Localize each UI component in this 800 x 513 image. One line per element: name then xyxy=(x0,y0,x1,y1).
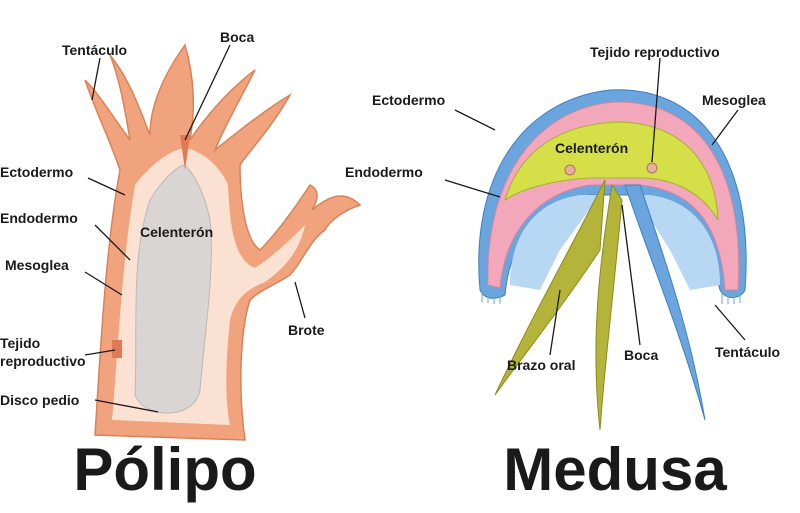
label-reproductive-line1: Tejido xyxy=(0,335,40,351)
polyp-leader-lines xyxy=(84,44,306,413)
polyp-illustration xyxy=(84,43,362,441)
label-medusa-tentacle: Tentáculo xyxy=(715,344,780,360)
label-bud: Brote xyxy=(288,322,325,338)
polyp-reproductive-tissue xyxy=(112,340,122,358)
polyp-title: Pólipo xyxy=(73,436,256,503)
medusa-illustration xyxy=(478,89,747,431)
label-medusa-coelenteron: Celenterón xyxy=(555,140,628,156)
medusa-title: Medusa xyxy=(503,436,727,503)
medusa-labels: Ectodermo Tejido reproductivo Mesoglea C… xyxy=(345,44,780,373)
label-medusa-mesoglea: Mesoglea xyxy=(702,92,766,108)
label-coelenteron: Celenterón xyxy=(140,224,213,240)
polyp-coelenteron xyxy=(134,164,212,414)
medusa-tentacles xyxy=(481,290,741,304)
label-mesoglea: Mesoglea xyxy=(5,257,69,273)
medusa-endoderm xyxy=(504,121,719,221)
medusa-gonad-left xyxy=(564,164,576,176)
medusa-oral-arm-right xyxy=(624,184,706,421)
medusa-oral-arm-mid xyxy=(595,183,623,431)
label-pedal-disc: Disco pedio xyxy=(0,392,79,408)
label-reproductive-line2: reproductivo xyxy=(0,353,86,369)
medusa-inner-bell xyxy=(510,195,720,290)
label-ectoderm: Ectodermo xyxy=(0,164,73,180)
label-medusa-ectoderm: Ectodermo xyxy=(372,92,445,108)
label-mouth: Boca xyxy=(220,29,254,45)
label-medusa-endoderm: Endodermo xyxy=(345,164,423,180)
polyp-mouth xyxy=(180,135,190,170)
medusa-oral-arm-left xyxy=(494,179,606,396)
label-medusa-reproductive: Tejido reproductivo xyxy=(590,44,720,60)
medusa-leader-lines xyxy=(444,57,746,356)
medusa-gonad-right xyxy=(646,162,658,174)
label-tentacle: Tentáculo xyxy=(62,42,127,58)
label-endoderm: Endodermo xyxy=(0,210,78,226)
label-medusa-oral-arm: Brazo oral xyxy=(507,357,575,373)
polyp-labels: Tentáculo Boca Ectodermo Endodermo Mesog… xyxy=(0,29,325,408)
label-medusa-mouth: Boca xyxy=(624,347,658,363)
